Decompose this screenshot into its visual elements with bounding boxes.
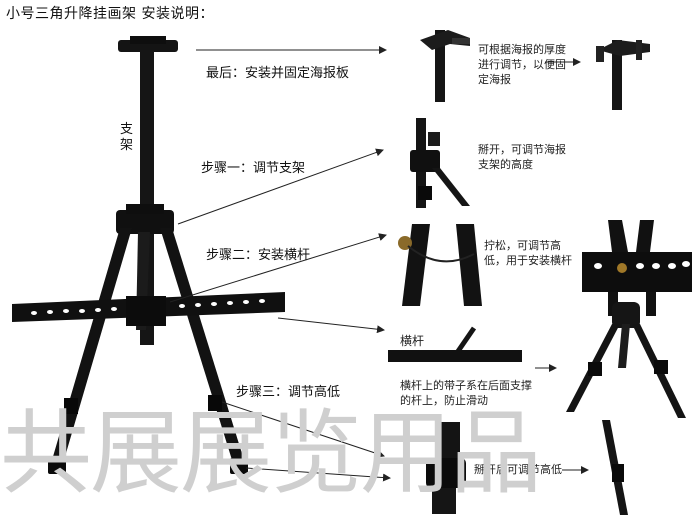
clamp-open-photo <box>420 30 470 102</box>
page-title: 小号三角升降挂画架 安装说明： <box>6 6 214 22</box>
loosen-note: 拧松，可调节高低，用于安装横杆 <box>484 239 572 267</box>
final-step-label: 最后：安装并固定海报板 <box>206 66 350 81</box>
callout-arrows <box>169 46 589 482</box>
crossbar-detail-photo <box>388 326 522 362</box>
leg-lock-photo <box>426 422 466 514</box>
strap-note: 横杆上的带子系在后面支撑的杆上，防止滑动 <box>400 379 532 407</box>
crossbar-holes <box>31 299 265 315</box>
screw-note: 掰开，可调节海报支架的高度 <box>478 143 566 171</box>
leg-note: 掰开后可调节高低 <box>474 463 562 476</box>
step2-label: 步骤二：安装横杆 <box>206 248 311 263</box>
bar-installed-photo <box>582 220 692 316</box>
clamp-note: 可根据海报的厚度进行调节，以便固定海报 <box>478 43 566 86</box>
support-label: 支架 <box>120 122 134 153</box>
clamp-closed-photo <box>596 40 650 110</box>
watermark: 共展展览用品 <box>0 400 542 507</box>
step3-label: 步骤三：调节高低 <box>236 385 341 400</box>
tripod-detail-photo <box>566 302 686 418</box>
loosen-knob-photo <box>398 224 482 306</box>
mast-knob-photo <box>410 118 470 208</box>
step1-label: 步骤一：调节支架 <box>201 161 306 176</box>
leg-bottom-photo <box>602 420 628 515</box>
crossbar-title: 横杆 <box>400 334 425 348</box>
